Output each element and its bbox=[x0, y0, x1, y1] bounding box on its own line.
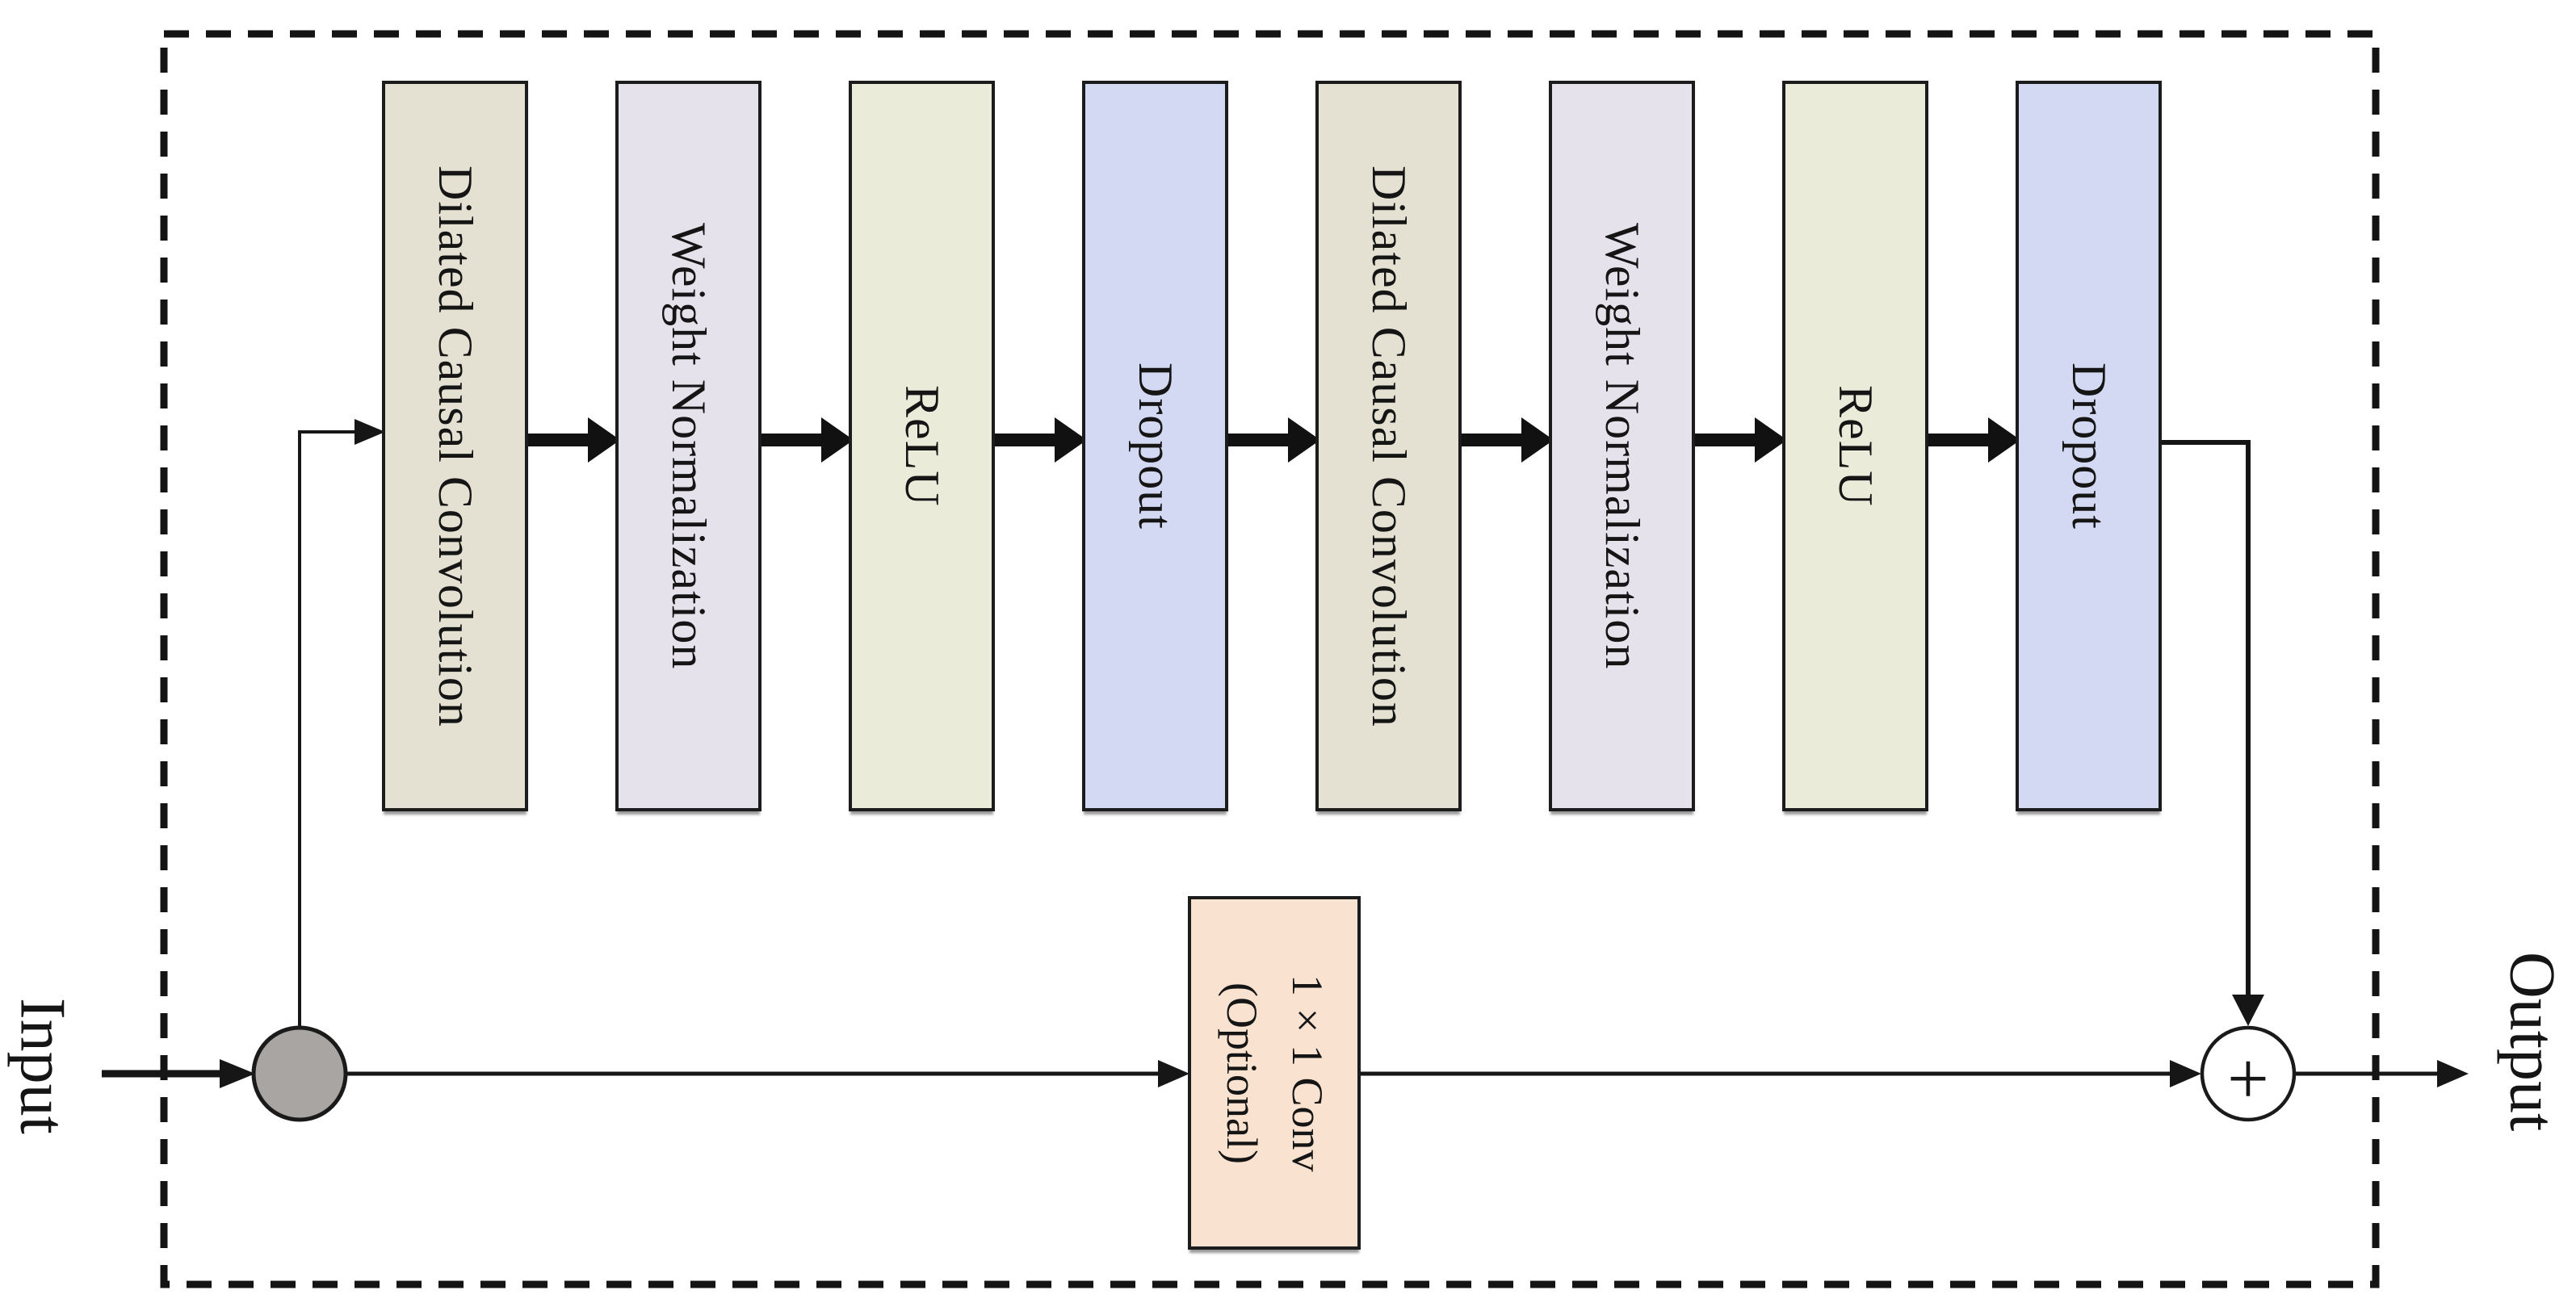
branch-node-circle bbox=[251, 1025, 348, 1122]
flow-arrowhead-3 bbox=[1055, 417, 1087, 463]
block-dropout-2: Dropout bbox=[2016, 81, 2162, 811]
flow-arrowhead-2 bbox=[821, 417, 854, 463]
skip-block-label-line1: 1×1 Conv bbox=[1283, 974, 1332, 1172]
block-label: Dilated Causal Convolution bbox=[429, 165, 482, 727]
arrowhead-into-merge-top bbox=[2232, 995, 2264, 1026]
block-label: Weight Normalization bbox=[662, 222, 715, 670]
flow-arrowhead-1 bbox=[588, 417, 620, 463]
skip-block-label: 1×1 Conv (Optional) bbox=[1209, 974, 1340, 1172]
branch-up-line bbox=[298, 430, 356, 1031]
merge-node-circle bbox=[2200, 1025, 2297, 1122]
flow-arrowhead-4 bbox=[1288, 417, 1320, 463]
block-dilated-causal-convolution-1: Dilated Causal Convolution bbox=[382, 81, 528, 811]
arrowhead-into-merge-left bbox=[2170, 1060, 2201, 1087]
skip-block-label-line2: (Optional) bbox=[1218, 982, 1266, 1164]
output-label: Output bbox=[2496, 951, 2568, 1132]
block-label: ReLU bbox=[896, 385, 949, 507]
block-weight-normalization-2: Weight Normalization bbox=[1549, 81, 1695, 811]
flow-arrowhead-5 bbox=[1521, 417, 1554, 463]
flow-arrowhead-6 bbox=[1755, 417, 1787, 463]
block-1x1-conv-optional: 1×1 Conv (Optional) bbox=[1188, 896, 1361, 1250]
block-dropout-1: Dropout bbox=[1082, 81, 1228, 811]
input-arrowhead bbox=[220, 1059, 255, 1088]
flow-arrowhead-7 bbox=[1988, 417, 2020, 463]
block-label: Dropout bbox=[1129, 362, 1182, 530]
main-path-down-line bbox=[2162, 440, 2251, 996]
output-arrowhead bbox=[2437, 1060, 2469, 1087]
block-label: Dropout bbox=[2062, 362, 2116, 530]
input-label: Input bbox=[6, 997, 78, 1134]
block-dilated-causal-convolution-2: Dilated Causal Convolution bbox=[1315, 81, 1462, 811]
branch-arrowhead-into-block1 bbox=[355, 419, 385, 445]
block-relu-2: ReLU bbox=[1782, 81, 1928, 811]
block-weight-normalization-1: Weight Normalization bbox=[615, 81, 761, 811]
arrowhead-into-skip-conv bbox=[1158, 1060, 1189, 1087]
block-label: Weight Normalization bbox=[1596, 222, 1649, 670]
plus-sign: + bbox=[2227, 1037, 2269, 1120]
residual-block-dashed-boundary bbox=[160, 30, 2380, 1288]
block-label: Dilated Causal Convolution bbox=[1362, 165, 1416, 727]
block-label: ReLU bbox=[1829, 385, 1882, 507]
inter-block-flow-arrows bbox=[528, 417, 2020, 463]
block-relu-1: ReLU bbox=[849, 81, 995, 811]
